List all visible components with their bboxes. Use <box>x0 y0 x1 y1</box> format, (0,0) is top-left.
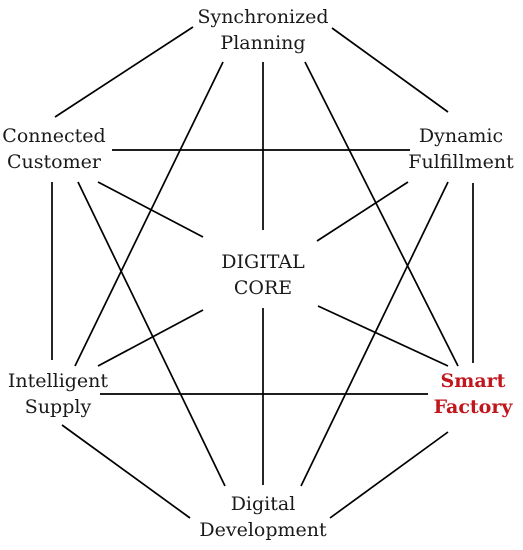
node-digital-core-line-2: CORE <box>233 277 293 299</box>
node-digital-development-line-2: Development <box>199 519 327 541</box>
link-planning-factory <box>304 61 459 367</box>
node-dynamic-fulfillment-line-2: Fulfillment <box>408 151 514 173</box>
link-customer-development <box>77 181 226 487</box>
node-intelligent-supply-line-2: Supply <box>24 396 92 418</box>
node-synchronized-planning: Synchronized Planning <box>163 4 363 56</box>
node-digital-core-line-1: DIGITAL <box>221 251 305 273</box>
node-synchronized-planning-line-1: Synchronized <box>197 6 329 28</box>
link-planning-fulfillment <box>331 27 449 113</box>
spoke-supply-core <box>97 309 204 367</box>
node-smart-factory-line-2: Factory <box>433 396 513 418</box>
link-development-supply <box>61 424 191 519</box>
node-smart-factory-line-1: Smart <box>440 370 506 392</box>
node-connected-customer-line-2: Customer <box>7 151 101 173</box>
link-planning-supply <box>74 61 224 367</box>
node-digital-development: Digital Development <box>178 491 348 543</box>
node-smart-factory: Smart Factory <box>423 368 523 420</box>
node-digital-development-line-1: Digital <box>230 493 296 515</box>
node-synchronized-planning-line-2: Planning <box>220 32 306 54</box>
link-customer-planning <box>54 26 194 118</box>
node-digital-core: DIGITAL CORE <box>193 249 333 301</box>
spoke-customer-core <box>97 181 204 238</box>
link-factory-development <box>329 431 449 519</box>
node-connected-customer-line-1: Connected <box>2 125 106 147</box>
node-intelligent-supply-line-1: Intelligent <box>7 370 109 392</box>
node-intelligent-supply: Intelligent Supply <box>0 368 116 420</box>
link-fulfillment-development <box>300 181 449 487</box>
node-connected-customer: Connected Customer <box>0 123 108 175</box>
node-dynamic-fulfillment-line-1: Dynamic <box>418 125 504 147</box>
node-dynamic-fulfillment: Dynamic Fulfillment <box>396 123 523 175</box>
spoke-factory-core <box>317 305 449 367</box>
spoke-fulfillment-core <box>316 181 409 242</box>
